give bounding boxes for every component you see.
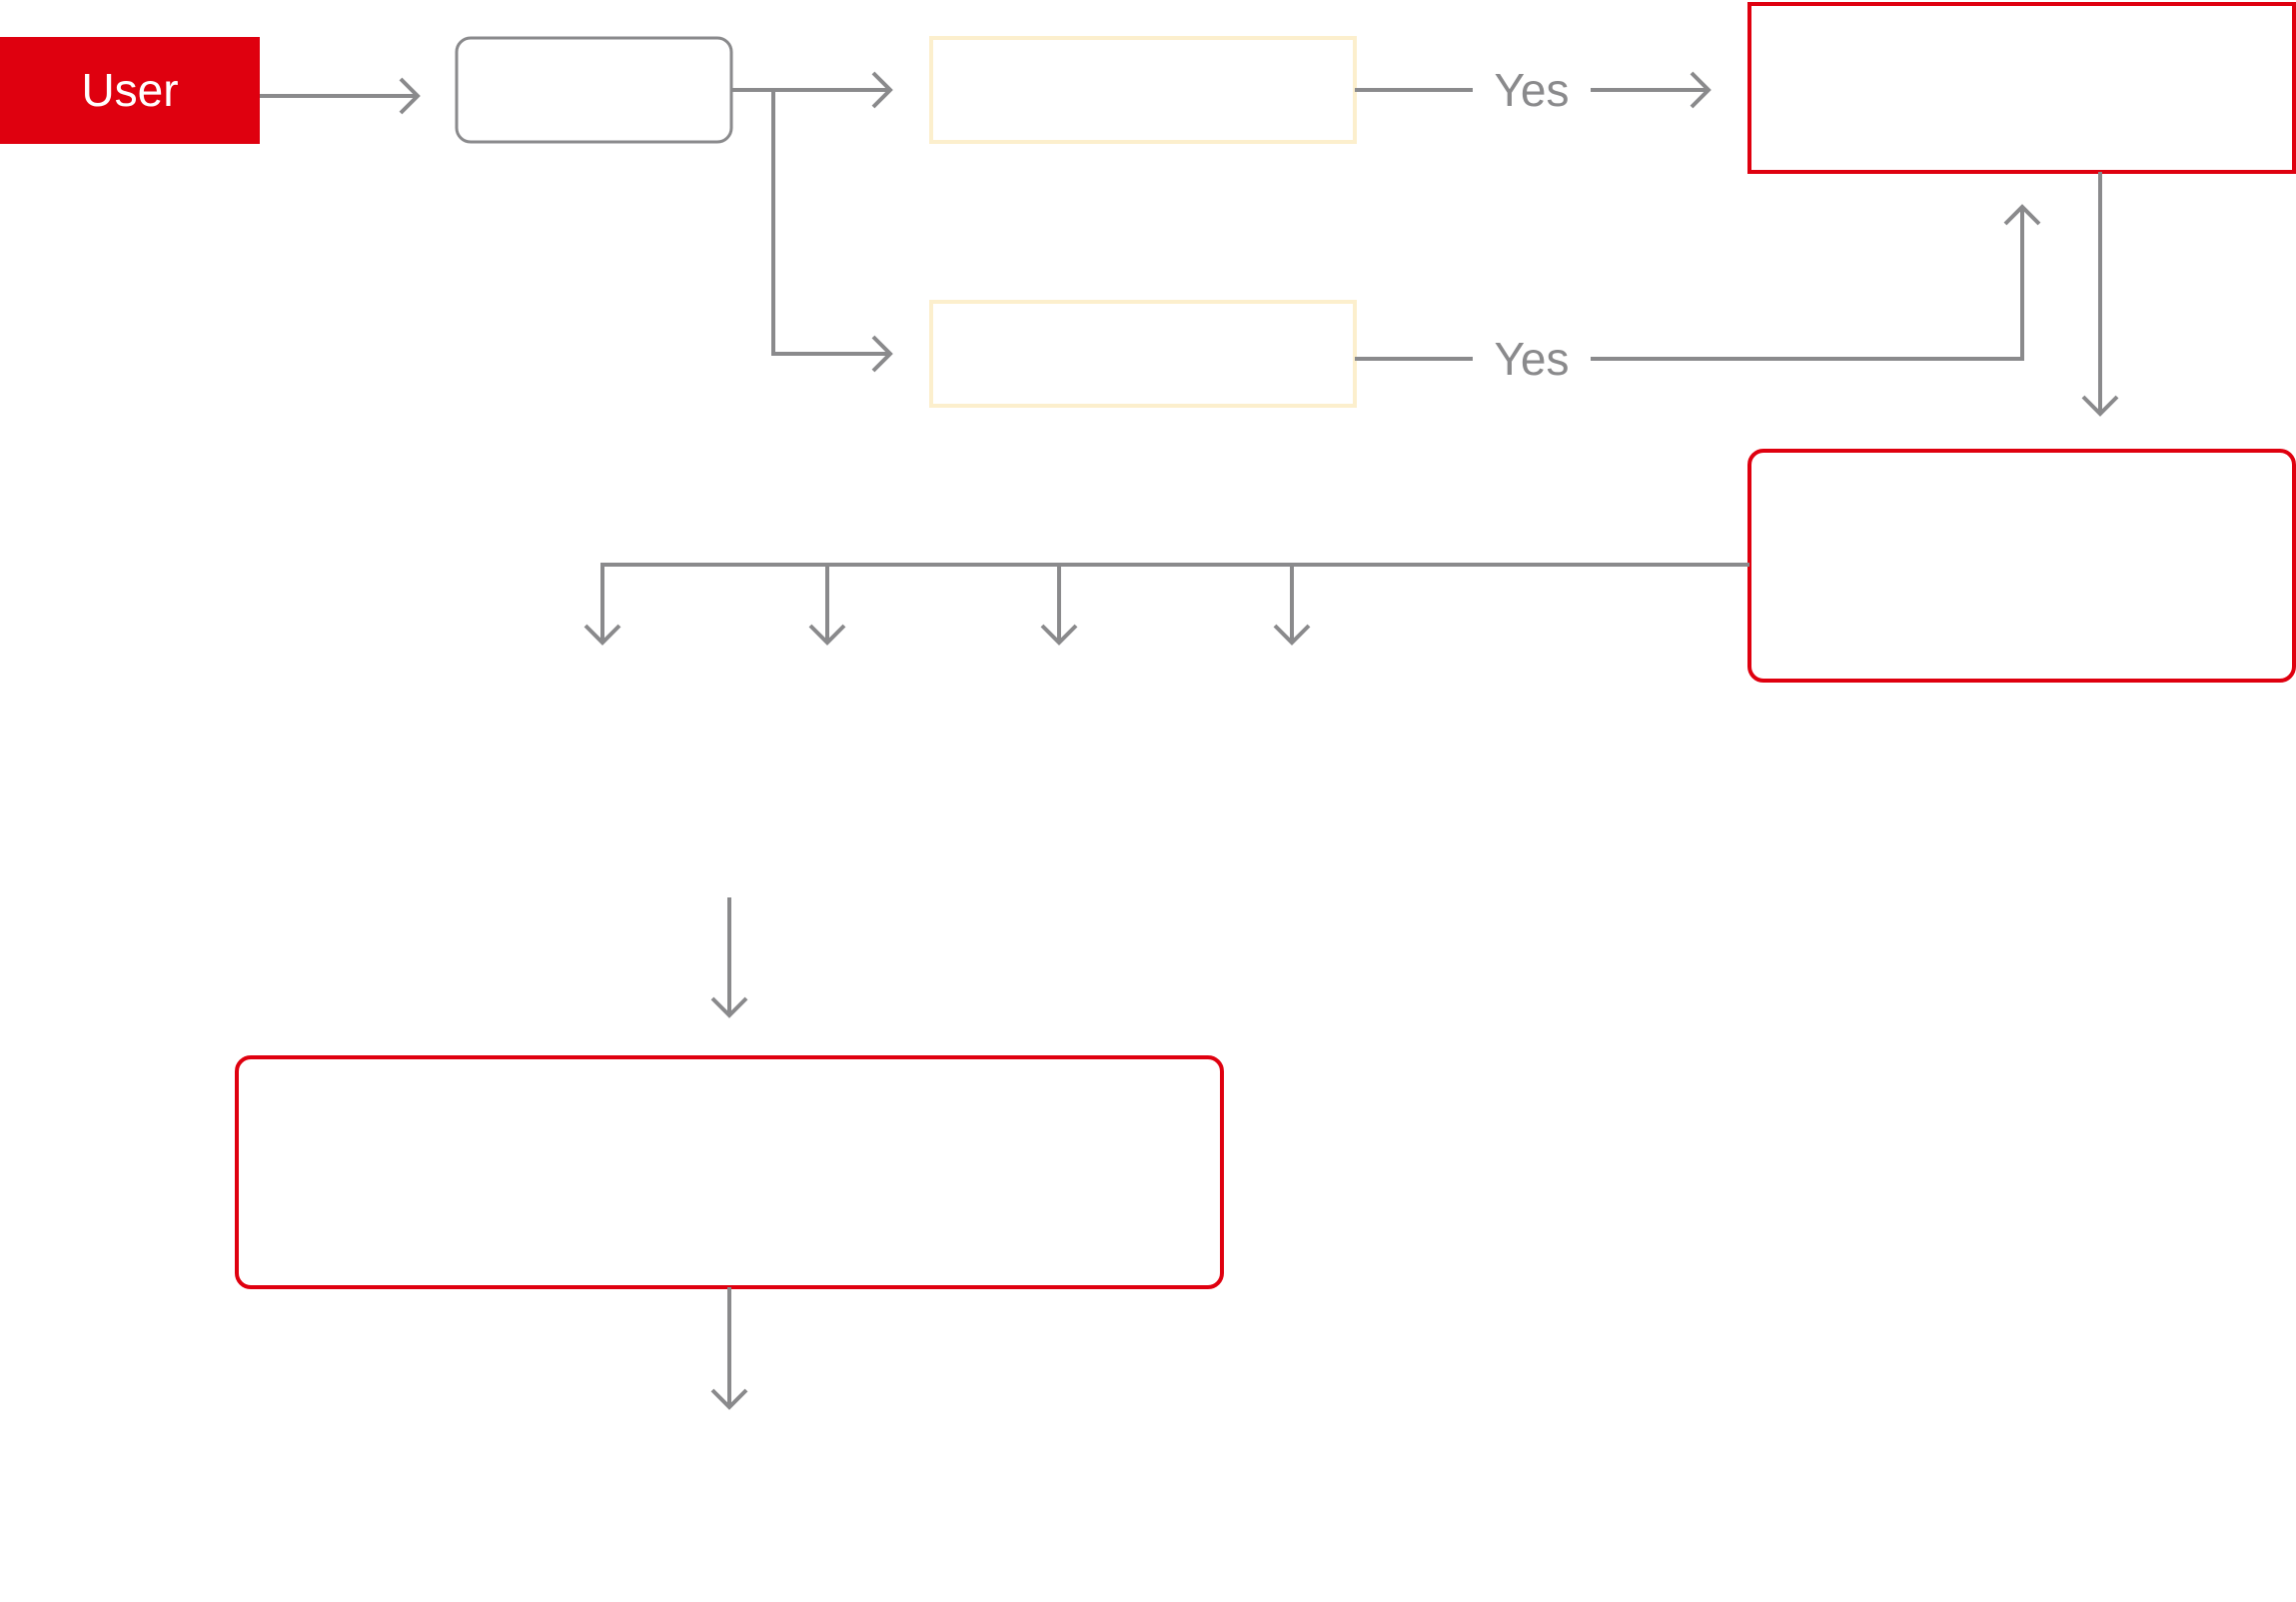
result-node-middle: [1747, 449, 2296, 683]
result-node-top: [1747, 2, 2296, 174]
connector-yes-bottom: [1355, 204, 2041, 361]
connector-yes-top: [1355, 71, 1712, 109]
edge-label-yes-bottom: Yes: [1494, 333, 1569, 385]
connector-result-top-to-middle: [2081, 172, 2119, 417]
user-node-label: User: [81, 64, 178, 116]
user-node: [0, 37, 260, 144]
decision-node-top: [929, 36, 1357, 144]
result-node-bottom: [235, 1055, 1224, 1289]
connector-out-of-result-bottom: [710, 1287, 748, 1410]
connector-fan-out: [583, 563, 1749, 646]
connector-into-result-bottom: [710, 897, 748, 1018]
connector-process-to-decision-top: [731, 71, 893, 109]
connector-process-to-decision-bottom: [771, 90, 893, 373]
decision-node-bottom: [929, 300, 1357, 408]
edge-label-yes-top: Yes: [1494, 64, 1569, 116]
process-node: [455, 36, 733, 144]
connector-user-to-process: [260, 77, 421, 115]
